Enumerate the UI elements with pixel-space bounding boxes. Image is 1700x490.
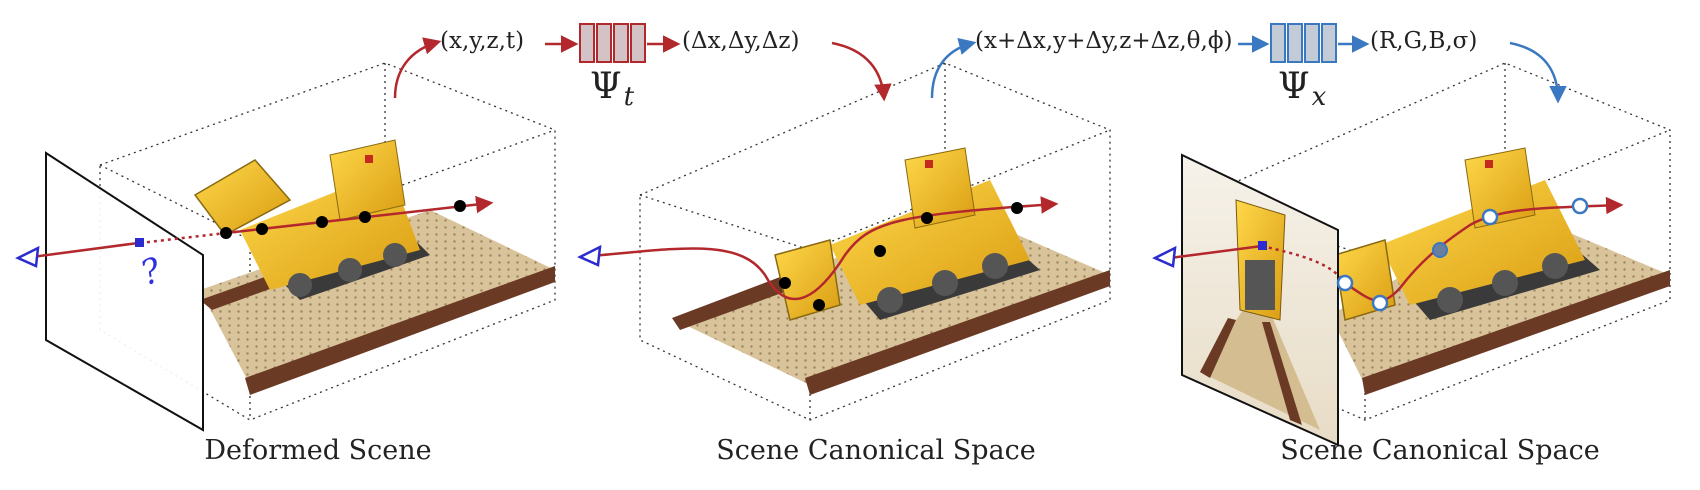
psi-symbol: Ψ — [590, 66, 622, 107]
sample-point — [813, 299, 825, 311]
camera-icon — [15, 245, 40, 268]
ray-deformed — [15, 195, 494, 268]
psi-symbol: Ψ — [1278, 66, 1310, 107]
lego-bulldozer — [193, 139, 430, 300]
sample-point — [1481, 208, 1499, 226]
lego-bulldozer — [1334, 147, 1600, 321]
camera-icon — [577, 244, 602, 267]
sample-point — [359, 211, 371, 223]
pixel-marker — [135, 238, 144, 247]
formula-deform-output: (Δx,Δy,Δz) — [682, 28, 800, 54]
sample-point — [874, 245, 886, 257]
sample-point — [1011, 202, 1023, 214]
caption-canonical-space: Scene Canonical Space — [716, 435, 1036, 466]
sample-point — [779, 277, 791, 289]
panel-canonical-space — [577, 62, 1111, 421]
formula-canonical-output: (R,G,B,σ) — [1370, 28, 1478, 54]
arrow-into-render — [1509, 41, 1567, 104]
caption-deformed-scene: Deformed Scene — [204, 435, 432, 466]
pixel-marker — [1258, 241, 1267, 250]
psi-subscript: x — [1311, 82, 1327, 112]
camera-icon — [1152, 245, 1177, 268]
sample-point — [1336, 274, 1354, 292]
network-label-psi-x: Ψx — [1278, 66, 1326, 112]
arrow-into-deform — [393, 37, 442, 99]
psi-subscript: t — [623, 82, 635, 112]
arrow-into-canonical — [831, 41, 892, 102]
panel-deformed-scene — [15, 62, 556, 432]
sample-point — [921, 212, 933, 224]
formula-canonical-input: (x+Δx,y+Δy,z+Δz,θ,ϕ) — [975, 28, 1233, 54]
sample-point — [1571, 197, 1589, 215]
caption-canonical-space-render: Scene Canonical Space — [1280, 435, 1600, 466]
sample-point — [220, 227, 232, 239]
arrow-into-radiance — [930, 37, 977, 99]
sample-point — [1432, 242, 1448, 258]
formula-deform-input: (x,y,z,t) — [440, 28, 525, 54]
network-psi-t — [579, 23, 646, 63]
ray-rendered — [1152, 196, 1624, 312]
sample-point — [454, 200, 466, 212]
network-psi-x — [1270, 23, 1337, 63]
rendered-image-plane — [1181, 153, 1339, 447]
sample-point — [1371, 294, 1389, 312]
sample-point — [316, 216, 328, 228]
pipeline — [393, 23, 1567, 104]
panel-canonical-render — [1152, 62, 1671, 447]
ray-canonical-curved — [577, 196, 1059, 311]
lego-bulldozer — [774, 147, 1040, 321]
sample-point — [256, 223, 268, 235]
image-plane — [45, 151, 204, 432]
network-label-psi-t: Ψt — [590, 66, 634, 112]
